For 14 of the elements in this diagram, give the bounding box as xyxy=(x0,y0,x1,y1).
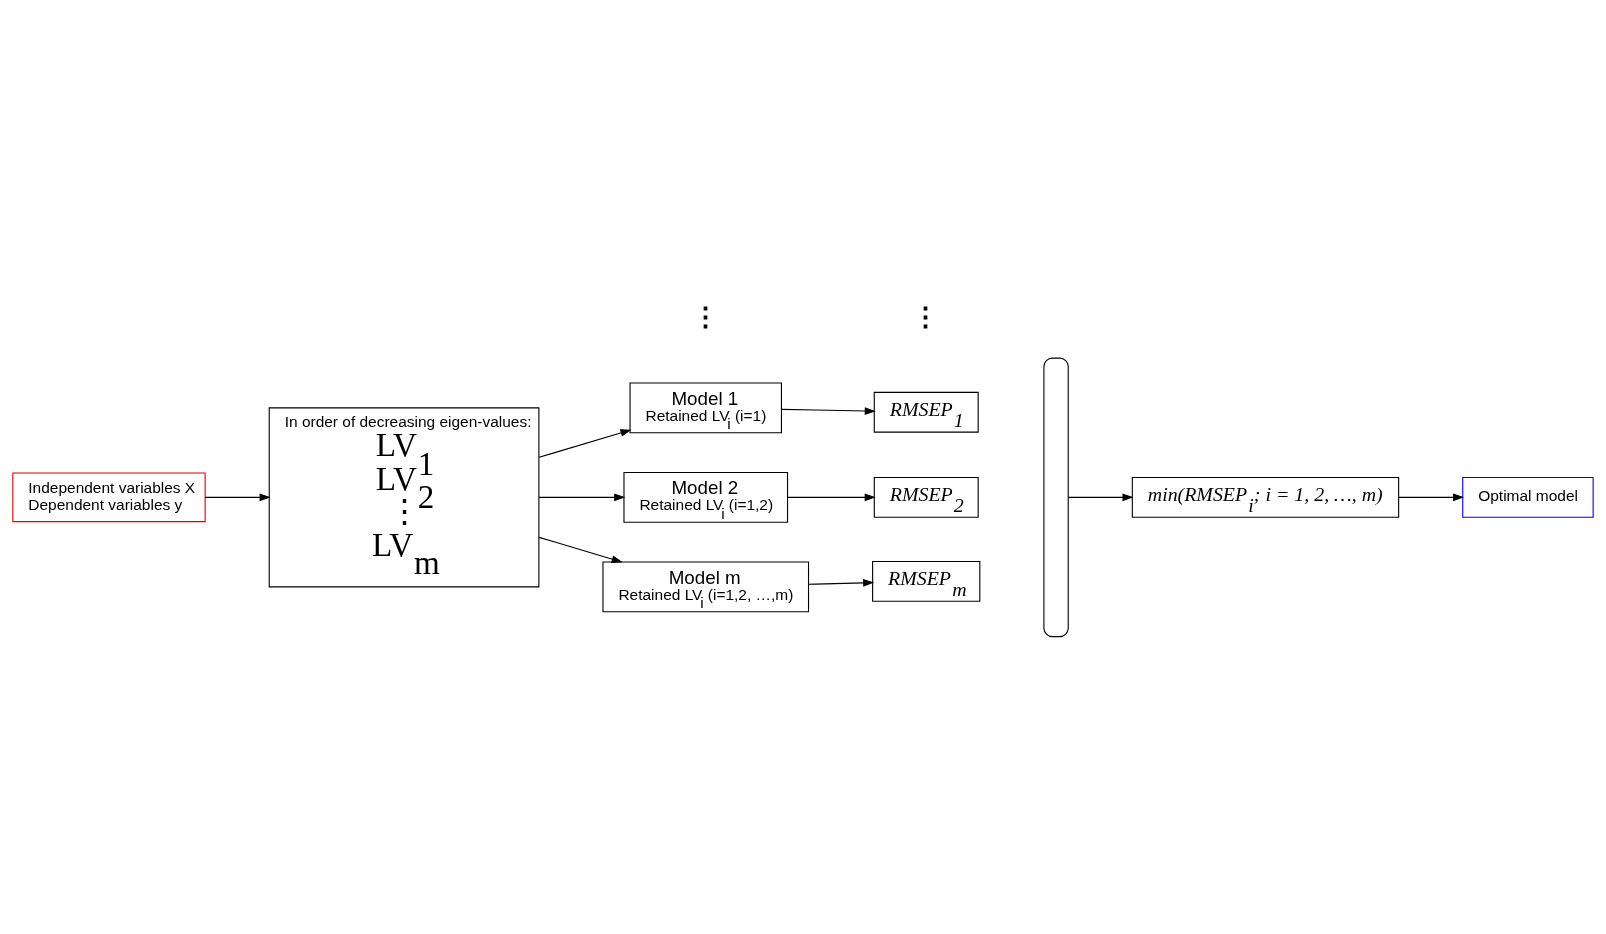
arrow xyxy=(1398,492,1465,501)
arrow xyxy=(538,428,632,458)
label: ⋮ xyxy=(691,301,719,332)
arrow xyxy=(538,536,623,563)
node-box: Independent variables X Dependent variables y xyxy=(12,471,206,522)
arrow xyxy=(204,492,271,501)
label: ⋮ xyxy=(912,301,940,332)
arrow xyxy=(1067,492,1134,501)
node-brace xyxy=(1043,357,1069,637)
arrow xyxy=(781,406,876,415)
arrow xyxy=(787,492,876,501)
node-box: Optimal model xyxy=(1462,476,1594,518)
arrow xyxy=(808,578,875,587)
arrow xyxy=(538,492,626,501)
